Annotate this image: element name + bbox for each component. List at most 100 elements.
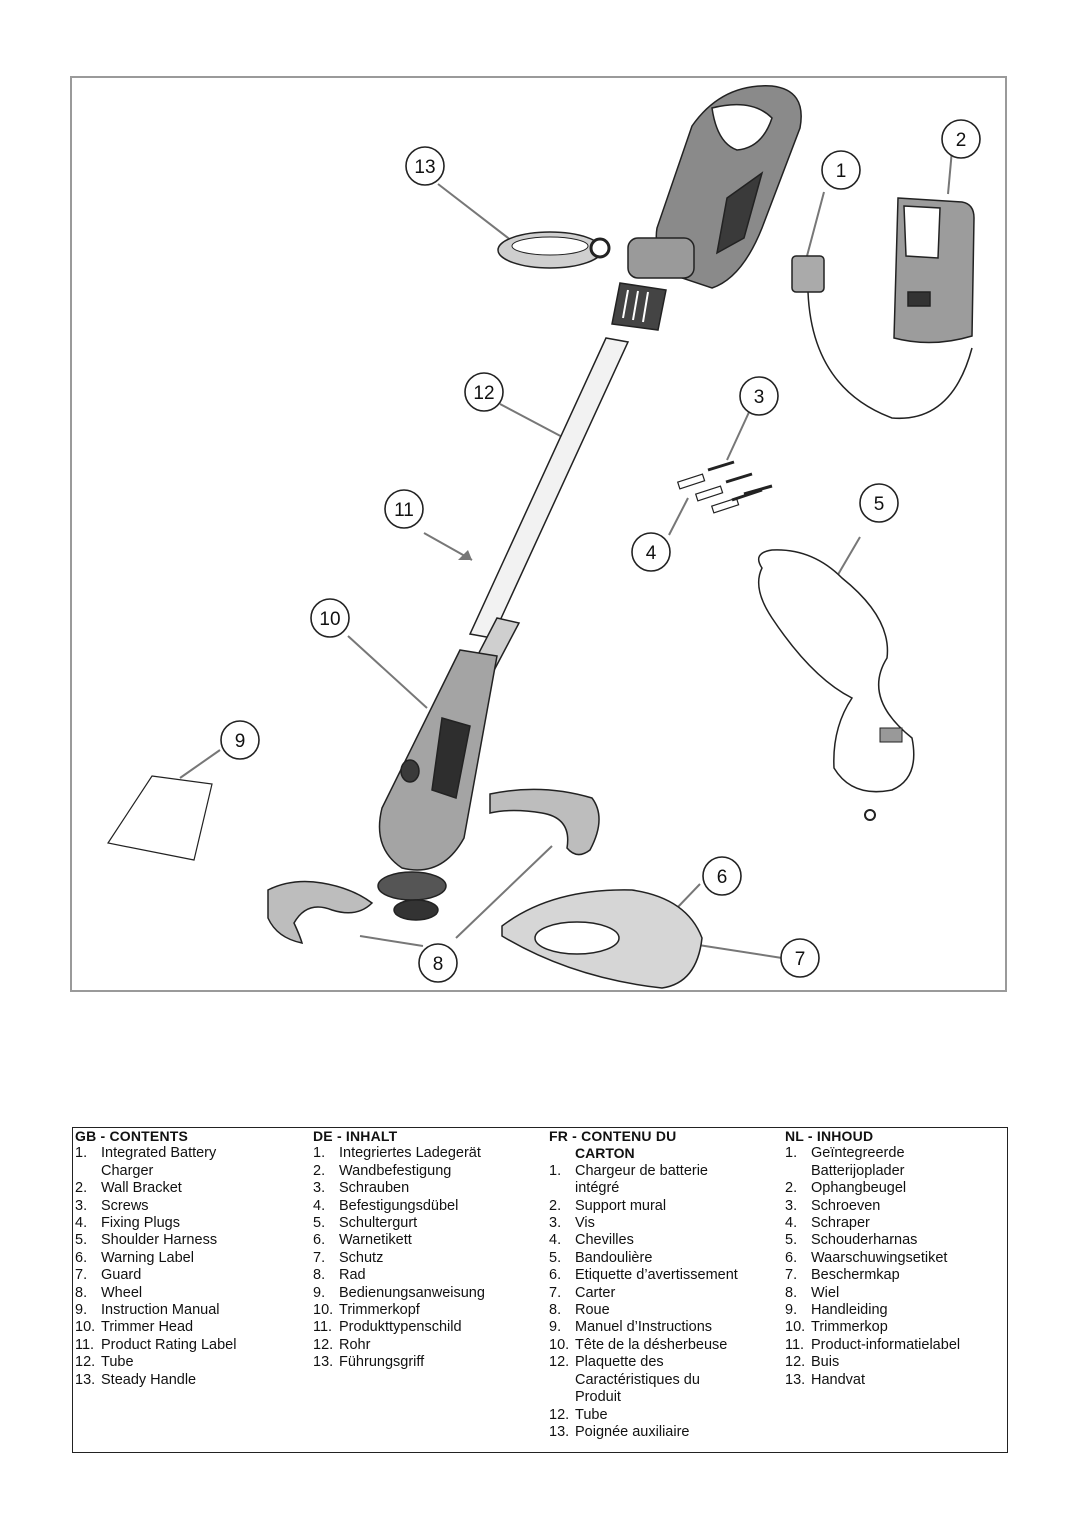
list-item: 2.Support mural bbox=[549, 1197, 667, 1214]
callout-8: 8 bbox=[418, 943, 458, 983]
list-item: 7.Carter bbox=[549, 1284, 616, 1301]
callout-11: 11 bbox=[384, 489, 424, 529]
list-item-continuation: Batterijoplader bbox=[811, 1162, 905, 1179]
callout-6: 6 bbox=[702, 856, 742, 896]
guard-illustration bbox=[501, 889, 703, 989]
svg-text:3: 3 bbox=[754, 387, 765, 408]
legend-heading-de: DE - INHALT bbox=[313, 1128, 398, 1144]
screws-plugs-illustration bbox=[676, 460, 773, 514]
legend-heading-nl: NL - INHOUD bbox=[785, 1128, 874, 1144]
list-item: 13.Poignée auxiliaire bbox=[549, 1423, 690, 1440]
svg-text:6: 6 bbox=[717, 867, 728, 888]
list-item: 3.Vis bbox=[549, 1215, 595, 1232]
list-item: 12.Rohr bbox=[313, 1336, 371, 1353]
svg-text:7: 7 bbox=[795, 949, 806, 970]
list-item: 10.Trimmerkopf bbox=[313, 1302, 420, 1319]
list-item: 7.Guard bbox=[75, 1267, 142, 1284]
legend-column-de: DE - INHALT 1.Integriertes Ladegerät 2.W… bbox=[313, 1128, 543, 1372]
charger-illustration bbox=[791, 255, 973, 420]
steady-handle-illustration bbox=[497, 231, 611, 269]
legend-column-gb: GB - CONTENTS 1.Integrated Battery Charg… bbox=[75, 1128, 305, 1389]
callout-10: 10 bbox=[310, 598, 350, 638]
list-item: 9.Manuel d’Instructions bbox=[549, 1319, 713, 1336]
legend-heading-fr-line2: CARTON bbox=[575, 1145, 635, 1162]
list-item: 5.Shoulder Harness bbox=[75, 1232, 218, 1249]
svg-text:8: 8 bbox=[433, 954, 444, 975]
list-item: 7.Beschermkap bbox=[785, 1267, 900, 1284]
list-item: 3.Schrauben bbox=[313, 1180, 410, 1197]
list-item: 1.Integriertes Ladegerät bbox=[313, 1145, 481, 1162]
list-item-continuation: Produit bbox=[575, 1389, 621, 1406]
list-item: 8.Wheel bbox=[75, 1284, 143, 1301]
legend-heading-fr: FR - CONTENU DU bbox=[549, 1128, 677, 1144]
svg-text:1: 1 bbox=[836, 161, 847, 182]
list-item: 12.Tube bbox=[549, 1406, 608, 1423]
list-item: 6.Warnetikett bbox=[313, 1232, 412, 1249]
list-item: 11.Product Rating Label bbox=[75, 1336, 237, 1353]
svg-text:10: 10 bbox=[319, 609, 340, 630]
svg-text:11: 11 bbox=[394, 500, 414, 521]
wall-bracket-illustration bbox=[893, 197, 975, 344]
svg-text:12: 12 bbox=[473, 383, 494, 404]
wheel-illustration bbox=[267, 788, 600, 944]
list-item: 1.Geïntegreerde bbox=[785, 1145, 905, 1162]
shoulder-harness-illustration bbox=[757, 549, 915, 821]
list-item-continuation: Caractéristiques du bbox=[575, 1371, 700, 1388]
list-item: 13.Steady Handle bbox=[75, 1371, 197, 1388]
list-item: 6.Waarschuwingsetiket bbox=[785, 1249, 948, 1266]
legend-column-nl: NL - INHOUD 1.Geïntegreerde Batterijopla… bbox=[785, 1128, 1005, 1389]
list-item: 8.Roue bbox=[549, 1302, 610, 1319]
list-item: 9.Handleiding bbox=[785, 1302, 888, 1319]
list-item: 10.Tête de la désherbeuse bbox=[549, 1336, 728, 1353]
callout-1: 1 bbox=[821, 150, 861, 190]
callout-5: 5 bbox=[859, 483, 899, 523]
callout-3: 3 bbox=[739, 376, 779, 416]
list-item: 5.Schultergurt bbox=[313, 1215, 418, 1232]
exploded-parts-diagram: 13 1 2 12 3 11 5 4 10 9 6 8 7 bbox=[70, 76, 1007, 992]
list-item: 11.Product-informatielabel bbox=[785, 1336, 961, 1353]
list-item: 2.Wandbefestigung bbox=[313, 1162, 452, 1179]
list-item: 6.Warning Label bbox=[75, 1249, 194, 1266]
list-item: 3.Screws bbox=[75, 1197, 149, 1214]
callout-4: 4 bbox=[631, 532, 671, 572]
svg-text:5: 5 bbox=[874, 494, 885, 515]
list-item: 5.Schouderharnas bbox=[785, 1232, 918, 1249]
list-item: 1.Chargeur de batterie bbox=[549, 1162, 708, 1179]
list-item: 2.Wall Bracket bbox=[75, 1180, 182, 1197]
list-item: 5.Bandoulière bbox=[549, 1249, 653, 1266]
list-item: 4.Fixing Plugs bbox=[75, 1215, 180, 1232]
list-item-continuation: intégré bbox=[575, 1180, 620, 1197]
svg-text:2: 2 bbox=[956, 130, 967, 151]
svg-text:9: 9 bbox=[235, 731, 246, 752]
list-item: 10.Trimmerkop bbox=[785, 1319, 888, 1336]
list-item: 2.Ophangbeugel bbox=[785, 1180, 907, 1197]
list-item-continuation: Charger bbox=[101, 1162, 154, 1179]
list-item: 4.Schraper bbox=[785, 1215, 870, 1232]
leader-lines bbox=[179, 149, 953, 959]
callout-9: 9 bbox=[220, 720, 260, 760]
list-item: 10.Trimmer Head bbox=[75, 1319, 194, 1336]
list-item: 4.Chevilles bbox=[549, 1232, 634, 1249]
legend-column-fr: FR - CONTENU DU CARTON 1.Chargeur de bat… bbox=[549, 1128, 785, 1441]
contents-legend: GB - CONTENTS 1.Integrated Battery Charg… bbox=[72, 1127, 1008, 1453]
list-item: 8.Rad bbox=[313, 1267, 366, 1284]
list-item: 12.Buis bbox=[785, 1354, 840, 1371]
list-item: 9.Instruction Manual bbox=[75, 1302, 220, 1319]
list-item: 12.Plaquette des bbox=[549, 1354, 664, 1371]
callout-13: 13 bbox=[405, 146, 445, 186]
callout-7: 7 bbox=[780, 938, 820, 978]
list-item: 8.Wiel bbox=[785, 1284, 840, 1301]
list-item: 11.Produkttypenschild bbox=[313, 1319, 462, 1336]
list-item: 4.Befestigungsdübel bbox=[313, 1197, 459, 1214]
svg-text:13: 13 bbox=[414, 157, 435, 178]
callout-12: 12 bbox=[464, 372, 504, 412]
list-item: 13. Handvat bbox=[785, 1371, 866, 1388]
list-item: 1.Integrated Battery bbox=[75, 1145, 217, 1162]
list-item: 12.Tube bbox=[75, 1354, 134, 1371]
callout-2: 2 bbox=[941, 119, 981, 159]
list-item: 3.Schroeven bbox=[785, 1197, 881, 1214]
list-item: 9.Bedienungsanweisung bbox=[313, 1284, 485, 1301]
list-item: 13.Führungsgriff bbox=[313, 1354, 425, 1371]
svg-text:4: 4 bbox=[646, 543, 657, 564]
instruction-manual-illustration bbox=[107, 775, 213, 861]
